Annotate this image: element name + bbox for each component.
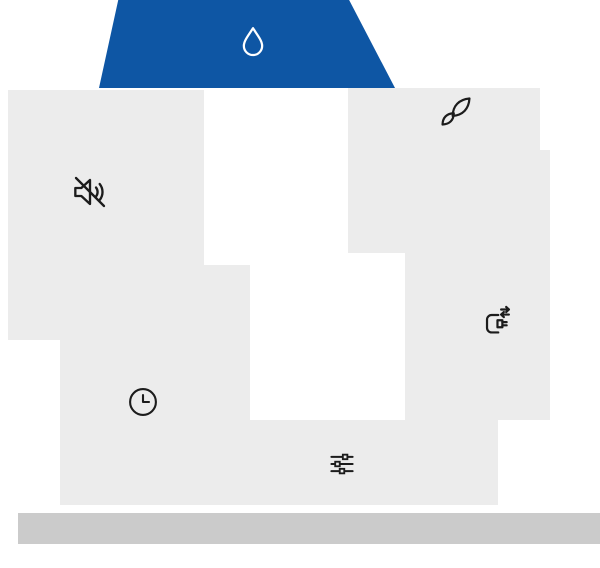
plug-swap-icon [485,305,510,334]
bottom-bar [18,513,600,544]
panel-power[interactable] [405,150,550,420]
clock-icon [129,388,157,416]
water-drop-icon [242,27,264,57]
speaker-mute-icon [74,176,106,208]
panel-settings[interactable] [205,420,498,505]
eco-leaves-icon [441,97,471,126]
water-mode-banner[interactable] [99,0,395,88]
sliders-icon [330,453,354,475]
